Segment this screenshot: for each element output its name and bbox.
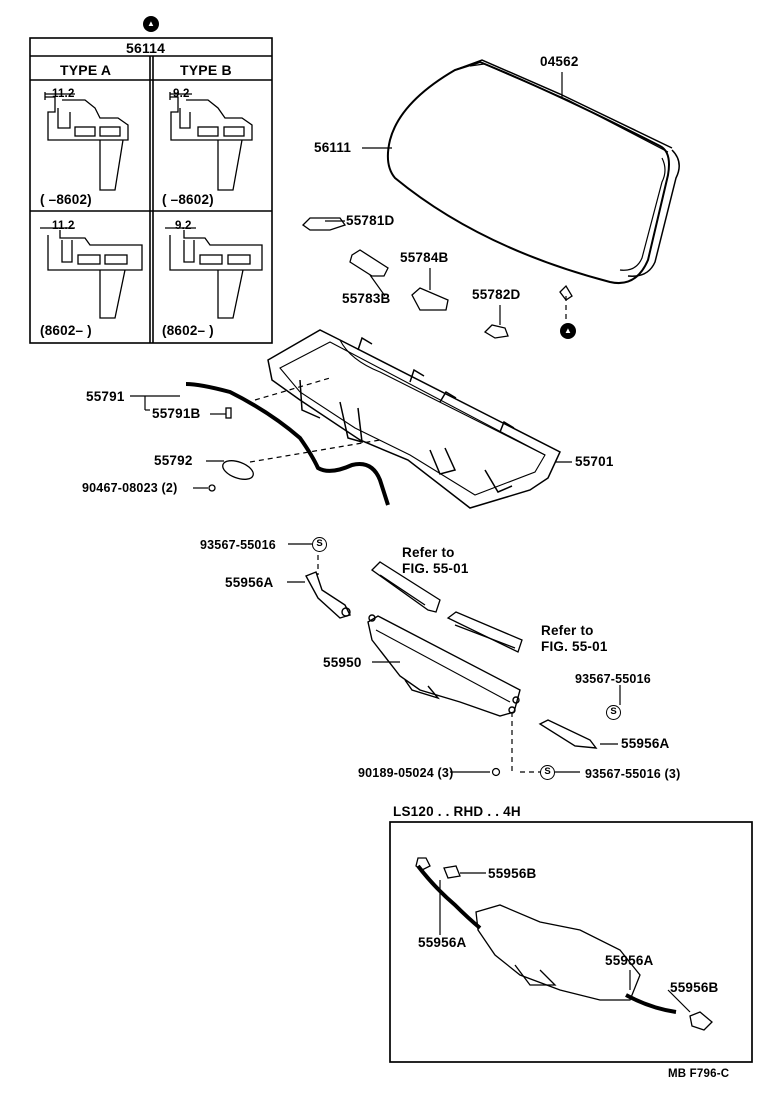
range-upto-left: ( –8602)	[40, 192, 92, 207]
type-a-header: TYPE A	[60, 62, 112, 78]
figure-code: MB F796-C	[668, 1068, 730, 1080]
callout-90467: 90467-08023 (2)	[82, 481, 178, 495]
dim-type-b-upper: 9.2	[173, 88, 190, 100]
refer-note-2-line1: Refer to	[541, 623, 594, 638]
callout-55791b: 55791B	[152, 406, 201, 421]
clip-type-b-lower	[165, 227, 263, 319]
dim-type-a-lower: 11.2	[52, 220, 75, 232]
leader-lines	[130, 72, 691, 1013]
callout-55791: 55791	[86, 389, 125, 404]
cowl-seal	[185, 382, 390, 506]
dashed-lines	[249, 296, 567, 773]
callout-55783b: 55783B	[342, 291, 391, 306]
nut-90189	[491, 767, 501, 777]
callout-55792: 55792	[154, 453, 193, 468]
lower-inset-box	[389, 821, 753, 1063]
callout-55956a-inset-left: 55956A	[418, 935, 467, 950]
refer-note-2-line2: FIG. 55-01	[541, 639, 608, 654]
callout-90189: 90189-05024 (3)	[358, 766, 454, 780]
hinge-arm-left	[305, 571, 351, 619]
seal-end-55791b	[225, 407, 232, 419]
range-upto-right: ( –8602)	[162, 192, 214, 207]
callout-93567-top: 93567-55016	[200, 538, 276, 552]
lower-inset-title: LS120 . . RHD . . 4H	[393, 804, 521, 819]
triangle-marker-icon: ▲	[143, 16, 159, 32]
callout-55956b-top: 55956B	[488, 866, 537, 881]
inset-part-number: 56114	[126, 40, 166, 56]
plug-55792	[222, 460, 254, 480]
callout-55782d: 55782D	[472, 287, 521, 302]
lower-inset-parts	[415, 857, 713, 1031]
triangle-marker-icon: ▲	[560, 323, 576, 339]
range-from-left: (8602– )	[40, 323, 92, 338]
s-symbol-icon: S	[312, 537, 327, 552]
callout-55956a-inset-right: 55956A	[605, 953, 654, 968]
dim-type-a-upper: 11.2	[52, 88, 75, 100]
callout-55701: 55701	[575, 454, 614, 469]
callout-55781d: 55781D	[346, 213, 395, 228]
callout-04562: 04562	[540, 54, 579, 69]
cowl-panel	[267, 329, 561, 509]
callout-55956b-bottom: 55956B	[670, 980, 719, 995]
range-from-right: (8602– )	[162, 323, 214, 338]
callout-55784b: 55784B	[400, 250, 449, 265]
type-b-header: TYPE B	[180, 62, 232, 78]
clip-type-b-upper	[169, 92, 253, 191]
refer-parts	[370, 561, 523, 653]
s-symbol-icon: S	[540, 765, 555, 780]
callout-93567-bottom: 93567-55016 (3)	[585, 767, 681, 781]
callout-93567-right: 93567-55016	[575, 672, 651, 686]
cowl-louver	[367, 614, 521, 717]
callout-56111: 56111	[314, 140, 352, 155]
clip-type-a-lower	[40, 227, 143, 319]
hinge-arm-right	[538, 719, 598, 749]
clip-90467	[208, 484, 216, 492]
callout-55956a-right: 55956A	[621, 736, 670, 751]
callout-55956a-left: 55956A	[225, 575, 274, 590]
callout-55950: 55950	[323, 655, 362, 670]
dim-type-b-lower: 9.2	[175, 220, 192, 232]
windshield-glass	[386, 59, 680, 284]
small-clips	[301, 217, 573, 339]
s-symbol-icon: S	[606, 705, 621, 720]
refer-note-1-line1: Refer to	[402, 545, 455, 560]
clip-type-a-upper	[44, 92, 129, 191]
inset-table-grid	[29, 37, 273, 344]
refer-note-1-line2: FIG. 55-01	[402, 561, 469, 576]
